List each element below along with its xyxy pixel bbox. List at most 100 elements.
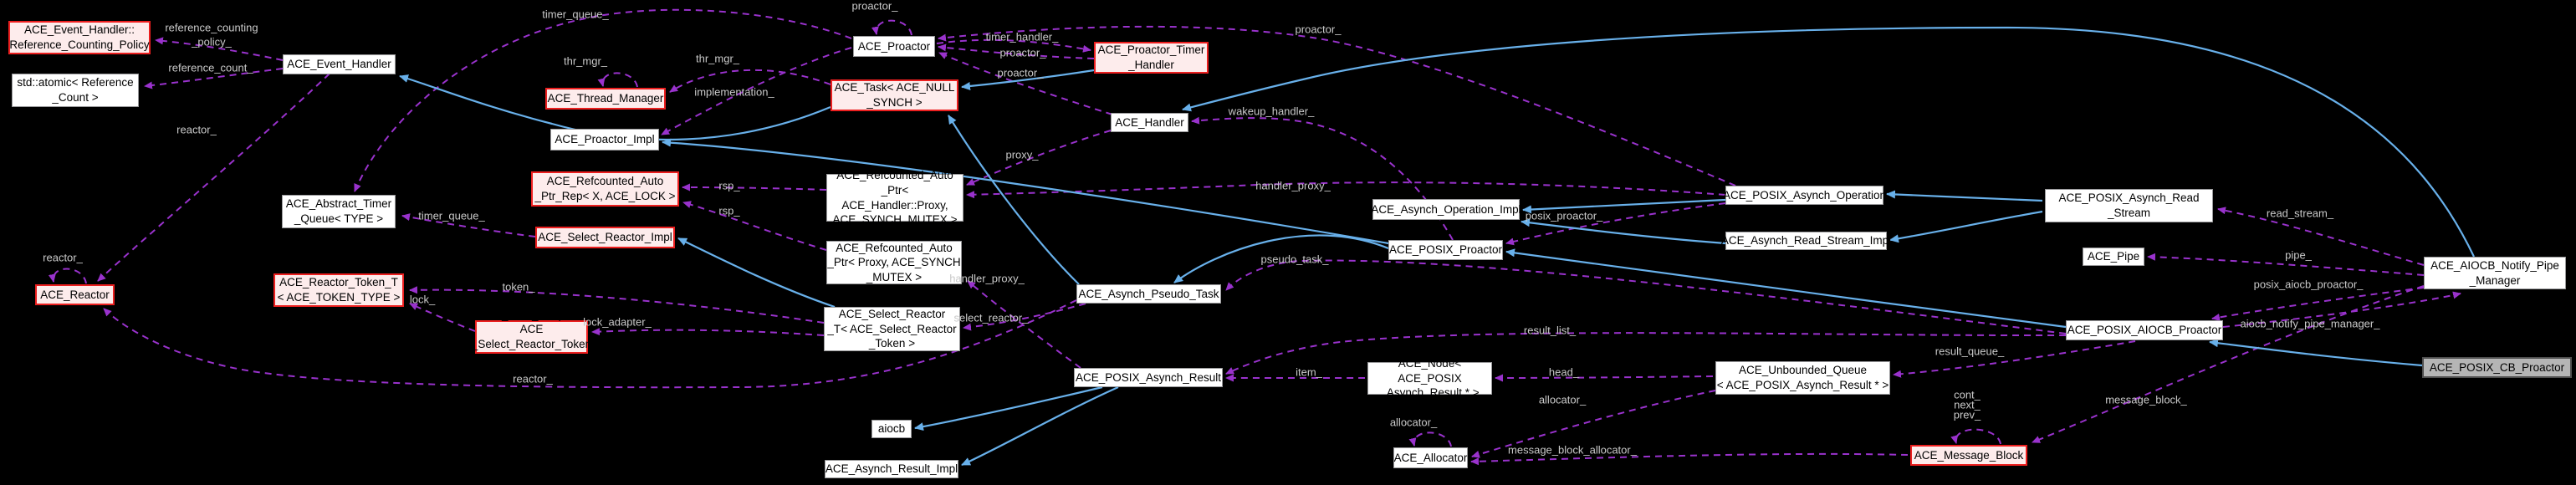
edge-label: read_stream_ <box>2266 207 2334 220</box>
edge-label: handler_proxy_ <box>1255 179 1331 192</box>
node-ace-refcounted-auto-ptr-proxy[interactable]: ACE_Refcounted_Auto _Ptr< Proxy, ACE_SYN… <box>826 241 962 284</box>
node-aiocb[interactable]: aiocb <box>871 420 912 438</box>
edge-usage-ace-posix-aiocb-proactor-to-ace-posix-asynch-result <box>1225 332 2067 375</box>
edge-inherit-ace-select-reactor-t-to-ace-select-reactor-impl <box>677 237 836 309</box>
edge-inherit-ace-posix-asynch-read-stream-to-ace-asynch-read-stream-impl <box>1889 210 2043 243</box>
node-ace-asynch-read-stream-impl[interactable]: ACE_Asynch_Read_Stream_Impl <box>1721 232 1891 250</box>
node-ace-asynch-pseudo-task[interactable]: ACE_Asynch_Pseudo_Task <box>1076 284 1221 304</box>
edge-label: lock_ <box>409 293 436 306</box>
node-ace-event-handler[interactable]: ACE_Event_Handler <box>283 54 396 74</box>
node-ace-aiocb-notify-pipe-manager[interactable]: ACE_AIOCB_Notify_Pipe _Manager <box>2424 257 2566 289</box>
edge-label: allocator_ <box>1538 393 1587 406</box>
edge-inherit-ace-posix-asynch-operation-to-ace-asynch-operation-impl <box>1522 198 1726 214</box>
edge-label: select_reactor_ <box>953 311 1029 324</box>
edge-usage-ace-task-null-synch-to-ace-thread-manager <box>669 69 831 93</box>
edge-inherit-ace-posix-aiocb-proactor-to-ace-posix-proactor <box>1505 248 2067 329</box>
edge-usage-ace-proactor-to-ace-abstract-timer-queue <box>354 8 852 192</box>
edge-label: _policy_ <box>192 35 232 48</box>
node-ace-asynch-operation-impl[interactable]: ACE_Asynch_Operation_Impl <box>1371 199 1521 220</box>
node-ace-proactor[interactable]: ACE_Proactor <box>853 36 935 57</box>
node-ace-pipe[interactable]: ACE_Pipe <box>2083 248 2144 266</box>
edge-usage-ace-proactor-to-ace-proactor <box>871 19 912 36</box>
edge-inherit-ace-posix-asynch-result-to-aiocb <box>914 385 1103 431</box>
edge-label: rsp_ <box>718 204 740 217</box>
edge-inherit-ace-posix-proactor-to-ace-proactor-impl <box>662 138 1389 245</box>
edge-usage-ace-handler-to-ace-proactor <box>938 52 1113 115</box>
node-ace-handler[interactable]: ACE_Handler <box>1111 113 1188 132</box>
edge-usage-ace-posix-asynch-operation-to-ace-posix-proactor <box>1505 202 1726 246</box>
edge-label: message_block_ <box>2105 393 2187 406</box>
node-ace-event-handler-reference-counting-policy[interactable]: ACE_Event_Handler:: Reference_Counting_P… <box>8 21 151 54</box>
edge-label: timer_queue_ <box>418 209 485 222</box>
edge-usage-ace-proactor-to-ace-proactor-impl <box>661 47 852 135</box>
edge-label: handler_proxy_ <box>949 272 1025 285</box>
node-ace-thread-manager[interactable]: ACE_Thread_Manager <box>545 88 666 110</box>
node-ace-refcounted-auto-ptr-handler-proxy[interactable]: ACE_Refcounted_Auto _Ptr< ACE_Handler::P… <box>826 169 963 226</box>
node-ace-proactor-impl[interactable]: ACE_Proactor_Impl <box>550 129 659 151</box>
node-ace-select-reactor-impl[interactable]: ACE_Select_Reactor_Impl <box>535 227 675 248</box>
edge-inherit-ace-asynch-read-stream-impl-to-ace-asynch-operation-impl <box>1521 218 1726 245</box>
node-ace-abstract-timer-queue[interactable]: ACE_Abstract_Timer _Queue< TYPE > <box>282 195 396 228</box>
edge-label: head_ <box>1548 365 1580 379</box>
edge-usage-ace-message-block-to-ace-allocator <box>1470 452 1909 466</box>
edge-label: result_list_ <box>1523 324 1577 337</box>
node-ace-proactor-timer-handler[interactable]: ACE_Proactor_Timer _Handler <box>1094 42 1209 74</box>
edge-label: reactor_ <box>513 372 553 385</box>
node-ace-posix-aiocb-proactor[interactable]: ACE_POSIX_AIOCB_Proactor <box>2066 320 2223 340</box>
node-ace-lock-adapter[interactable]: ACE_Lock_Adapter< ACE _Select_Reactor_To… <box>471 308 592 365</box>
edge-label: wakeup_handler_ <box>1228 105 1315 118</box>
edge-label: proxy_ <box>1005 148 1039 161</box>
edge-usage-ace-aiocb-notify-pipe-manager-to-ace-pipe <box>2147 253 2425 276</box>
edge-usage-ace-posix-aiocb-proactor-to-ace-aiocb-notify-pipe-manager <box>2222 291 2461 328</box>
edge-label: pipe_ <box>2285 248 2312 262</box>
edge-usage-ace-message-block-to-ace-message-block <box>1950 428 2001 445</box>
edge-usage-ace-refcounted-auto-ptr-handler-proxy-to-ace-refcounted-auto-ptr-rep <box>682 183 827 191</box>
edge-label: next_ <box>1954 398 1981 411</box>
node-ace-posix-cb-proactor[interactable]: ACE_POSIX_CB_Proactor <box>2422 357 2572 378</box>
edge-usage-ace-reactor-to-ace-reactor <box>48 268 87 284</box>
edge-usage-ace-select-reactor-t-to-ace-lock-adapter <box>591 328 825 336</box>
edge-label: reactor_ <box>176 123 217 136</box>
node-ace-asynch-result-impl[interactable]: ACE_Asynch_Result_Impl <box>825 460 958 478</box>
edge-usage-ace-select-reactor-t-to-ace-reactor-token-t <box>409 286 825 324</box>
edge-inherit-ace-proactor-timer-handler-to-ace-task-null-synch <box>961 69 1095 90</box>
edge-label: proactor_ <box>997 66 1044 79</box>
node-ace-node-posix-asynch-result[interactable]: ACE_Node< ACE_POSIX _Asynch_Result * > <box>1367 357 1492 399</box>
node-ace-posix-proactor[interactable]: ACE_POSIX_Proactor <box>1388 240 1503 260</box>
edge-usage-ace-select-reactor-impl-to-ace-abstract-timer-queue <box>401 213 536 237</box>
edge-usage-ace-lock-adapter-to-ace-reactor-token-t <box>409 303 476 332</box>
edge-label: lock_adapter_ <box>583 315 652 329</box>
edge-label: posix_aiocb_proactor_ <box>2253 278 2364 291</box>
edge-label: timer_queue_ <box>542 8 609 21</box>
edge-usage-ace-aiocb-notify-pipe-manager-to-ace-posix-asynch-read-stream <box>2217 207 2425 266</box>
edge-usage-ace-refcounted-auto-ptr-proxy-to-ace-refcounted-auto-ptr-rep <box>682 201 827 251</box>
node-ace-message-block[interactable]: ACE_Message_Block <box>1910 445 2027 466</box>
edge-label: implementation_ <box>694 85 774 99</box>
node-ace-reactor[interactable]: ACE_Reactor <box>35 284 115 305</box>
edge-label: reference_counting <box>165 21 258 34</box>
node-ace-unbounded-queue[interactable]: ACE_Unbounded_Queue < ACE_POSIX_Asynch_R… <box>1715 361 1890 395</box>
edge-usage-ace-allocator-to-ace-allocator <box>1408 431 1452 447</box>
edge-label: allocator_ <box>1389 416 1438 429</box>
node-ace-posix-asynch-read-stream[interactable]: ACE_POSIX_Asynch_Read _Stream <box>2045 189 2213 222</box>
edge-inherit-ace-posix-proactor-to-ace-asynch-pseudo-task <box>1173 234 1389 283</box>
edge-label: thr_mgr_ <box>695 52 740 65</box>
edge-label: timer_handler_ <box>985 30 1059 43</box>
node-ace-refcounted-auto-ptr-rep[interactable]: ACE_Refcounted_Auto _Ptr_Rep< X, ACE_LOC… <box>531 171 679 207</box>
node-ace-allocator[interactable]: ACE_Allocator <box>1393 447 1468 468</box>
edge-usage-ace-asynch-pseudo-task-to-ace-reactor <box>103 299 1077 389</box>
node-std-atomic-reference-count[interactable]: std::atomic< Reference _Count > <box>12 74 139 107</box>
edge-label: proactor_ <box>1295 23 1342 36</box>
node-ace-task-null-synch[interactable]: ACE_Task< ACE_NULL _SYNCH > <box>831 79 958 111</box>
edge-label: reactor_ <box>43 251 83 264</box>
node-ace-reactor-token-t[interactable]: ACE_Reactor_Token_T < ACE_TOKEN_TYPE > <box>273 273 404 307</box>
edge-usage-ace-asynch-pseudo-task-to-ace-select-reactor-t <box>963 303 1086 331</box>
node-ace-posix-asynch-operation[interactable]: ACE_POSIX_Asynch_Operation <box>1723 186 1886 205</box>
node-ace-posix-asynch-result[interactable]: ACE_POSIX_Asynch_Result <box>1074 368 1223 387</box>
edge-label: rsp_ <box>718 179 740 192</box>
node-ace-select-reactor-t[interactable]: ACE_Select_Reactor _T< ACE_Select_Reacto… <box>824 307 960 351</box>
edge-inherit-ace-posix-asynch-read-stream-to-ace-posix-asynch-operation <box>1886 190 2043 202</box>
edge-inherit-ace-aiocb-notify-pipe-manager-to-ace-handler <box>1182 26 2475 258</box>
